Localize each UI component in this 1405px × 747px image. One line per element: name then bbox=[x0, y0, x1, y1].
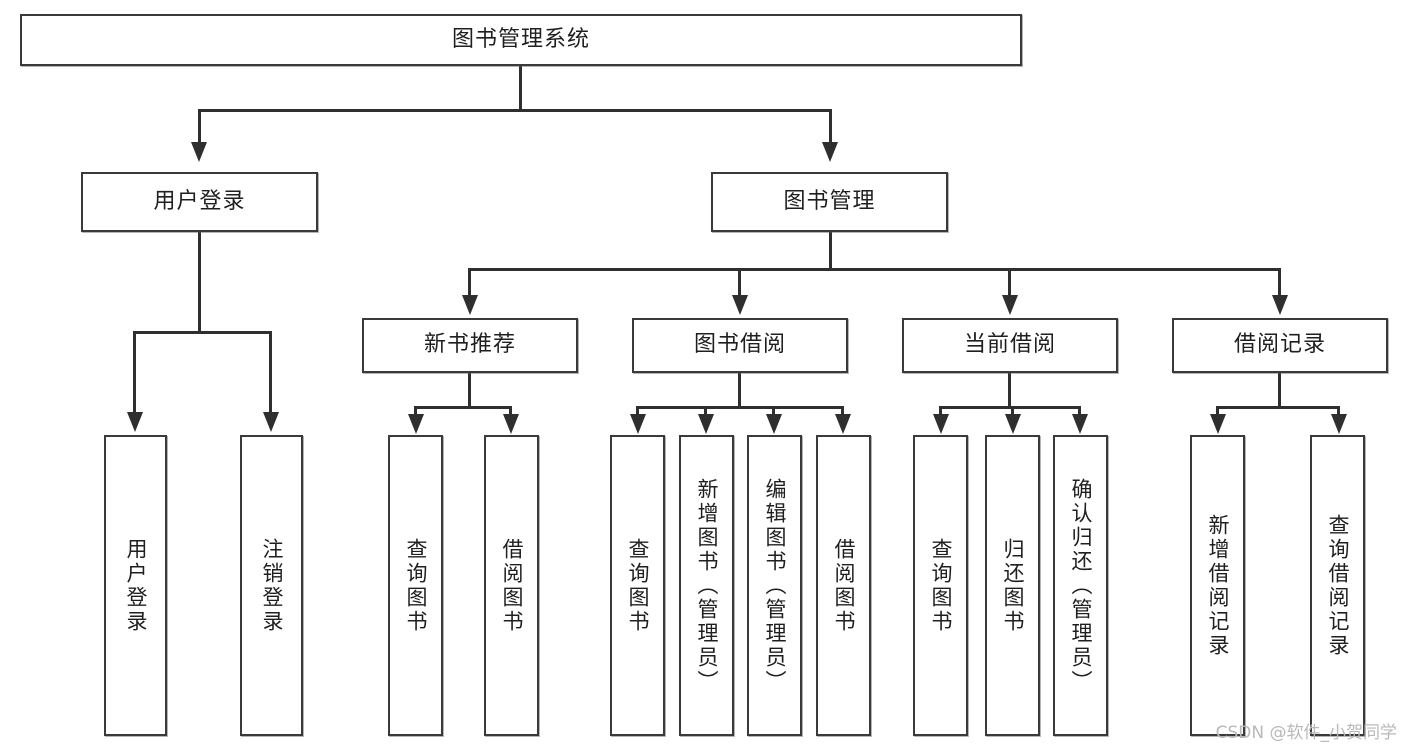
connector-records-bus bbox=[1216, 406, 1340, 409]
connector-root-bus bbox=[198, 109, 832, 112]
connector-records-to-leaf-2 bbox=[1337, 406, 1340, 416]
node-current-borrow[interactable]: 当前借阅 bbox=[902, 318, 1118, 373]
node-label: 新增借阅记录 bbox=[1206, 513, 1230, 658]
connector-new-books-stem bbox=[468, 373, 471, 408]
connector-borrow-to-leaf-4 bbox=[841, 406, 844, 416]
connector-records-to-leaf-1 bbox=[1216, 406, 1219, 416]
node-leaf-add-book-admin[interactable]: 新增图书（管理员） bbox=[679, 435, 734, 736]
arrow-records-to-leaf-2 bbox=[1331, 414, 1347, 434]
connector-current-to-leaf-3 bbox=[1078, 406, 1081, 416]
connector-book-manage-to-borrow bbox=[738, 268, 741, 296]
node-label: 新增图书（管理员） bbox=[695, 477, 719, 694]
node-label: 用户登录 bbox=[124, 537, 148, 634]
node-leaf-borrow-books-new[interactable]: 借阅图书 bbox=[484, 435, 539, 736]
connector-root-stem bbox=[519, 66, 522, 111]
connector-current-stem bbox=[1008, 373, 1011, 408]
node-leaf-logout[interactable]: 注销登录 bbox=[240, 435, 303, 736]
arrow-book-manage-to-borrow bbox=[732, 295, 748, 315]
arrow-book-manage-to-new-books bbox=[462, 295, 478, 315]
connector-borrow-stem bbox=[738, 373, 741, 408]
node-label: 查询借阅记录 bbox=[1326, 513, 1350, 658]
node-label: 注销登录 bbox=[260, 537, 284, 634]
node-leaf-query-books-new[interactable]: 查询图书 bbox=[388, 435, 443, 736]
arrow-borrow-to-leaf-1 bbox=[630, 414, 646, 434]
node-label: 查询图书 bbox=[626, 537, 650, 634]
node-label: 查询图书 bbox=[404, 537, 428, 634]
connector-current-to-leaf-2 bbox=[1011, 406, 1014, 416]
arrow-borrow-to-leaf-3 bbox=[766, 414, 782, 434]
watermark-text: CSDN @软件_小贺同学 bbox=[1215, 723, 1397, 743]
arrow-records-to-leaf-1 bbox=[1210, 414, 1226, 434]
connector-root-to-user-login bbox=[198, 109, 201, 144]
connector-user-login-to-leaf-1 bbox=[133, 331, 136, 413]
node-label: 编辑图书（管理员） bbox=[763, 477, 787, 694]
arrow-new-books-to-leaf-2 bbox=[503, 414, 519, 434]
node-label: 借阅图书 bbox=[500, 537, 524, 634]
arrow-user-login-to-leaf-2 bbox=[263, 412, 279, 432]
connector-root-to-book-manage bbox=[829, 109, 832, 144]
connector-borrow-bus bbox=[636, 406, 843, 409]
connector-book-manage-bus bbox=[468, 268, 1280, 271]
node-leaf-confirm-return-admin[interactable]: 确认归还（管理员） bbox=[1053, 435, 1108, 736]
node-label: 当前借阅 bbox=[963, 332, 1056, 358]
connector-book-manage-to-current bbox=[1008, 268, 1011, 296]
connector-book-manage-to-new-books bbox=[468, 268, 471, 296]
node-leaf-edit-book-admin[interactable]: 编辑图书（管理员） bbox=[747, 435, 802, 736]
arrow-borrow-to-leaf-4 bbox=[835, 414, 851, 434]
node-label: 图书管理系统 bbox=[451, 26, 590, 52]
node-leaf-add-borrow-record[interactable]: 新增借阅记录 bbox=[1190, 435, 1245, 736]
node-leaf-borrow-book[interactable]: 借阅图书 bbox=[816, 435, 871, 736]
node-root-system[interactable]: 图书管理系统 bbox=[20, 14, 1022, 66]
node-label: 图书借阅 bbox=[693, 332, 786, 358]
node-label: 查询图书 bbox=[929, 537, 953, 634]
arrow-user-login-to-leaf-1 bbox=[127, 412, 143, 432]
node-leaf-return-book[interactable]: 归还图书 bbox=[985, 435, 1040, 736]
arrow-new-books-to-leaf-1 bbox=[408, 414, 424, 434]
connector-borrow-to-leaf-2 bbox=[704, 406, 707, 416]
arrow-book-manage-to-records bbox=[1272, 295, 1288, 315]
connector-borrow-to-leaf-1 bbox=[636, 406, 639, 416]
node-leaf-query-borrow-record[interactable]: 查询借阅记录 bbox=[1310, 435, 1365, 736]
node-new-book-recommend[interactable]: 新书推荐 bbox=[362, 318, 578, 373]
connector-current-to-leaf-1 bbox=[939, 406, 942, 416]
connector-borrow-to-leaf-3 bbox=[772, 406, 775, 416]
node-label: 新书推荐 bbox=[423, 332, 516, 358]
arrow-book-manage-to-current bbox=[1002, 295, 1018, 315]
connector-new-books-to-leaf-1 bbox=[414, 406, 417, 416]
connector-book-manage-to-records bbox=[1278, 268, 1281, 296]
connector-new-books-to-leaf-2 bbox=[509, 406, 512, 416]
connector-new-books-bus bbox=[414, 406, 512, 409]
node-book-management[interactable]: 图书管理 bbox=[711, 172, 948, 232]
node-user-login[interactable]: 用户登录 bbox=[81, 172, 318, 232]
node-label: 借阅图书 bbox=[832, 537, 856, 634]
connector-user-login-to-leaf-2 bbox=[269, 331, 272, 413]
connector-records-stem bbox=[1278, 373, 1281, 408]
node-book-borrow[interactable]: 图书借阅 bbox=[632, 318, 848, 373]
connector-book-manage-stem bbox=[829, 232, 832, 270]
node-label: 用户登录 bbox=[153, 188, 246, 214]
node-label: 借阅记录 bbox=[1233, 332, 1326, 358]
arrow-root-to-user-login bbox=[191, 142, 207, 162]
node-leaf-query-books-borrow[interactable]: 查询图书 bbox=[610, 435, 665, 736]
arrow-current-to-leaf-2 bbox=[1005, 414, 1021, 434]
connector-current-bus bbox=[939, 406, 1081, 409]
connector-user-login-stem bbox=[198, 232, 201, 333]
node-label: 确认归还（管理员） bbox=[1069, 477, 1093, 694]
node-label: 图书管理 bbox=[783, 188, 876, 214]
connector-user-login-bus bbox=[133, 331, 271, 334]
arrow-root-to-book-manage bbox=[822, 142, 838, 162]
node-borrow-records[interactable]: 借阅记录 bbox=[1172, 318, 1388, 373]
node-label: 归还图书 bbox=[1001, 537, 1025, 634]
arrow-current-to-leaf-3 bbox=[1072, 414, 1088, 434]
arrow-borrow-to-leaf-2 bbox=[698, 414, 714, 434]
node-leaf-query-books-current[interactable]: 查询图书 bbox=[913, 435, 968, 736]
node-leaf-user-login[interactable]: 用户登录 bbox=[104, 435, 167, 736]
arrow-current-to-leaf-1 bbox=[933, 414, 949, 434]
